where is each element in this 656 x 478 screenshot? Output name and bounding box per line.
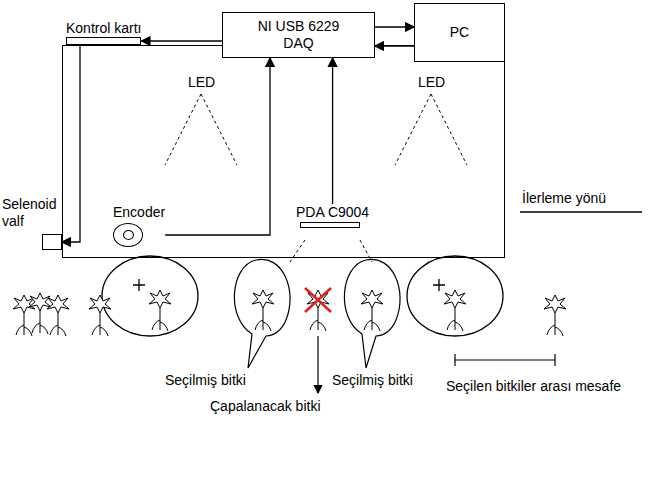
box-label: NI USB 6229 DAQ [253,18,345,52]
part-bar [66,37,141,45]
signal-connector [332,58,333,204]
annotation-label: Seçilen bitkiler arası mesafe [444,378,623,395]
signal-connector [62,45,80,242]
valve-label: Selenoid valf [2,196,62,230]
node-encoder: Encoder [113,204,165,247]
part-bar [300,222,360,228]
valve-box [42,234,62,250]
signal-connector [165,58,270,235]
node-bartop: PDA C9004 [296,204,369,228]
encoder-label: Encoder [113,204,165,221]
signal-connector [375,26,414,27]
remove-mark [305,288,331,312]
distance-dimension [455,354,555,366]
node-box: NI USB 6229 DAQ [222,12,375,58]
node-bartop: Kontrol kartı [66,20,141,45]
box-label: PC [450,24,469,41]
plants [13,290,566,336]
encoder-hub [123,230,134,240]
annotation-label: İlerleme yönü [520,190,608,207]
led-label: LED [188,74,215,91]
node-body: LED LED Encoder PDA C9004 [62,45,505,258]
wheels [102,256,503,336]
annotation-label: Seçilmiş bitki [163,372,248,389]
camera-view [290,240,372,262]
plant-bubbles [234,259,400,368]
hoe-pointer [317,336,318,393]
node-valf: Selenoid valf [2,196,62,250]
part-label: PDA C9004 [296,204,369,221]
annotation-label: Çapalanacak bitki [208,398,323,415]
node-box: PC [414,3,505,62]
part-label: Kontrol kartı [66,20,141,37]
annotation-label: Seçilmiş bitki [330,372,415,389]
direction-underline [520,211,642,213]
led-label: LED [418,74,445,91]
encoder-wheel [113,223,143,247]
led-beams [165,94,467,165]
signal-connector [141,40,222,41]
